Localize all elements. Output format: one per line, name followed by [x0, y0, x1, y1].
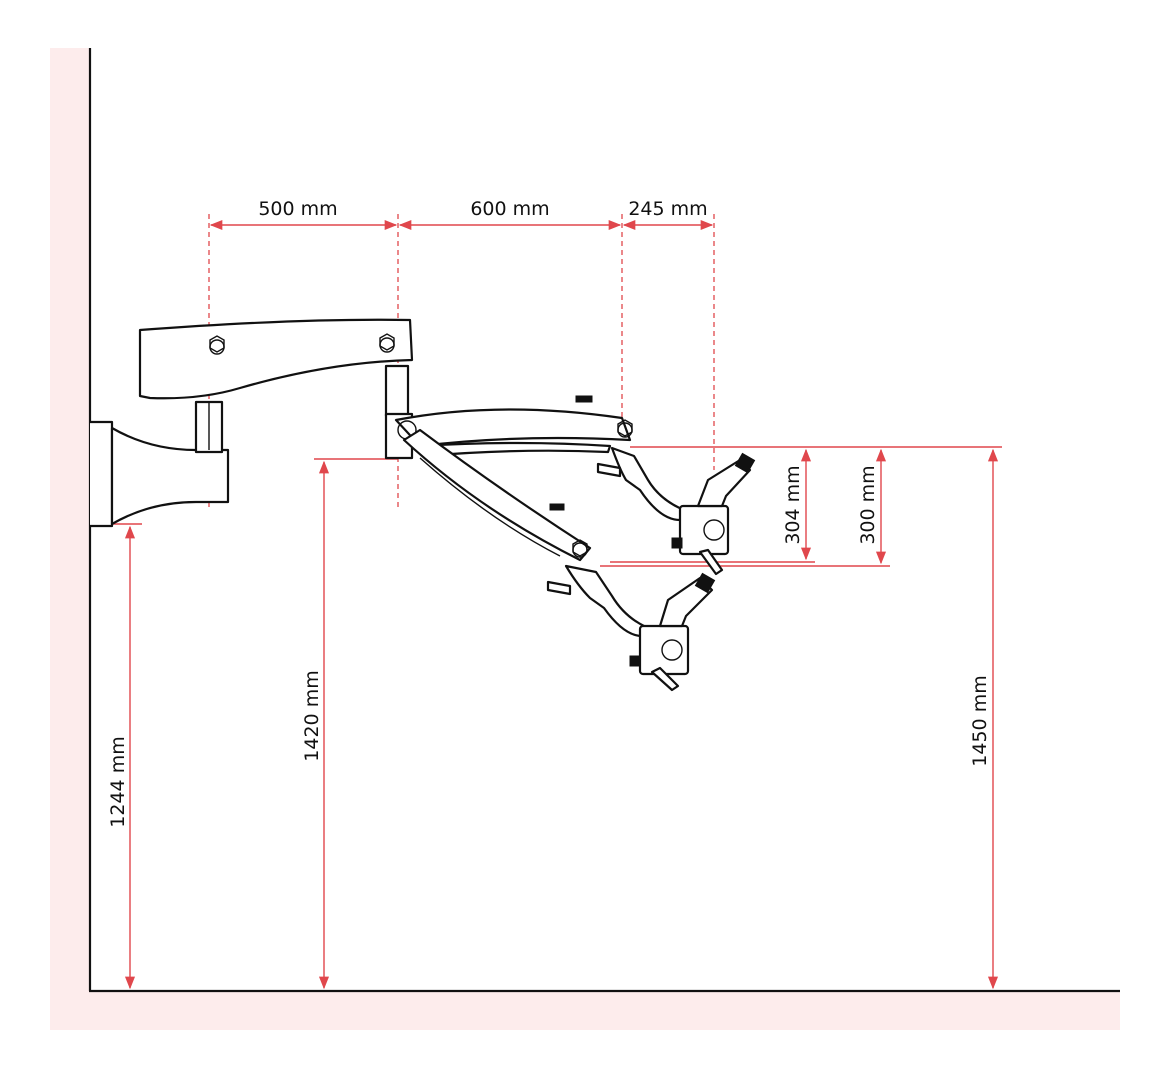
- dim-1420-label: 1420 mm: [301, 670, 323, 761]
- dim-600-label: 600 mm: [470, 198, 549, 220]
- dim-300-label: 300 mm: [857, 465, 879, 544]
- wall-bracket-icon: [90, 318, 414, 528]
- dim-500-label: 500 mm: [258, 198, 337, 220]
- dim-1244-label: 1244 mm: [107, 736, 129, 827]
- room-background: [50, 48, 1120, 1030]
- dim-304-label: 304 mm: [782, 465, 804, 544]
- dim-245-label: 245 mm: [628, 198, 707, 220]
- vertical-dimensions: 1244 mm 1420 mm 1450 mm 304 mm 300 mm: [107, 448, 999, 990]
- horizontal-dimensions: 500 mm 600 mm 245 mm: [209, 198, 714, 231]
- lower-arm: [402, 428, 592, 562]
- microscope-head-icon: [596, 446, 756, 576]
- microscope-head-icon: [546, 564, 716, 692]
- dim-1450-label: 1450 mm: [969, 675, 991, 766]
